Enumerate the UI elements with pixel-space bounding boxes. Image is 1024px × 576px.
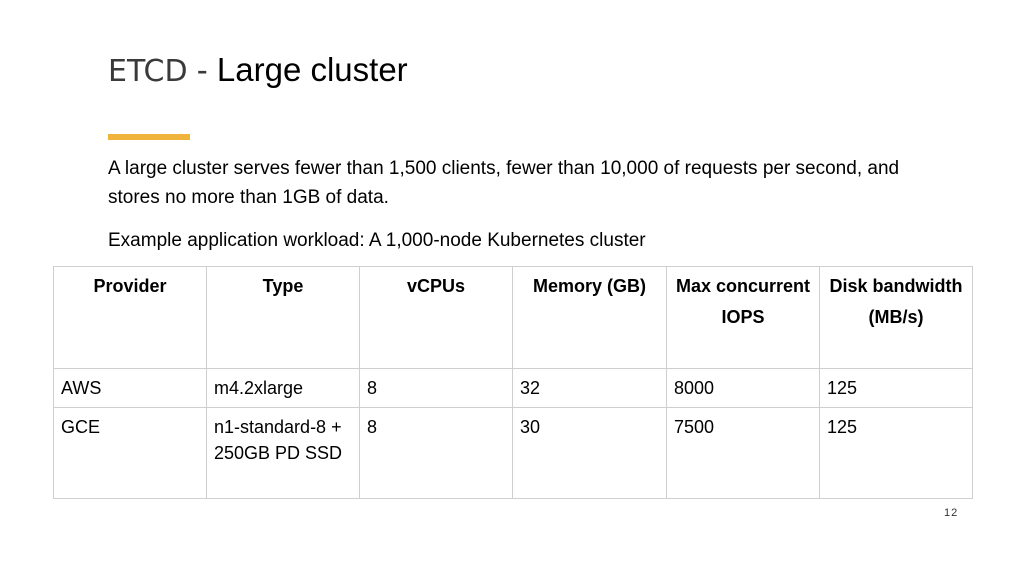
header-disk-bandwidth: Disk bandwidth (MB/s) [819, 266, 973, 369]
cell-disk-bandwidth: 125 [819, 407, 973, 499]
cell-provider: GCE [53, 407, 207, 499]
cell-disk-bandwidth: 125 [819, 368, 973, 408]
spec-table: Provider Type vCPUs Memory (GB) Max conc… [53, 266, 973, 499]
table-row: GCE n1-standard-8 + 250GB PD SSD 8 30 75… [53, 407, 973, 499]
accent-bar [108, 134, 190, 140]
header-iops: Max concurrent IOPS [666, 266, 820, 369]
intro-paragraph: A large cluster serves fewer than 1,500 … [108, 158, 900, 208]
cell-provider: AWS [53, 368, 207, 408]
cell-vcpus: 8 [359, 407, 513, 499]
cell-vcpus: 8 [359, 368, 513, 408]
header-type: Type [206, 266, 360, 369]
header-vcpus: vCPUs [359, 266, 513, 369]
page-number: 12 [944, 507, 959, 519]
table-header-row: Provider Type vCPUs Memory (GB) Max conc… [53, 266, 973, 369]
cell-type: m4.2xlarge [206, 368, 360, 408]
cell-memory: 30 [512, 407, 667, 499]
cell-iops: 7500 [666, 407, 820, 499]
table-row: AWS m4.2xlarge 8 32 8000 125 [53, 368, 973, 408]
title-product: ETCD [108, 54, 188, 89]
cell-iops: 8000 [666, 368, 820, 408]
slide-title: ETCD - Large cluster [108, 50, 408, 92]
cell-memory: 32 [512, 368, 667, 408]
example-paragraph: Example application workload: A 1,000-no… [108, 230, 646, 251]
title-separator: - [187, 51, 217, 88]
header-provider: Provider [53, 266, 207, 369]
cell-type: n1-standard-8 + 250GB PD SSD [206, 407, 360, 499]
title-subject: Large cluster [216, 51, 408, 88]
header-memory: Memory (GB) [512, 266, 667, 369]
